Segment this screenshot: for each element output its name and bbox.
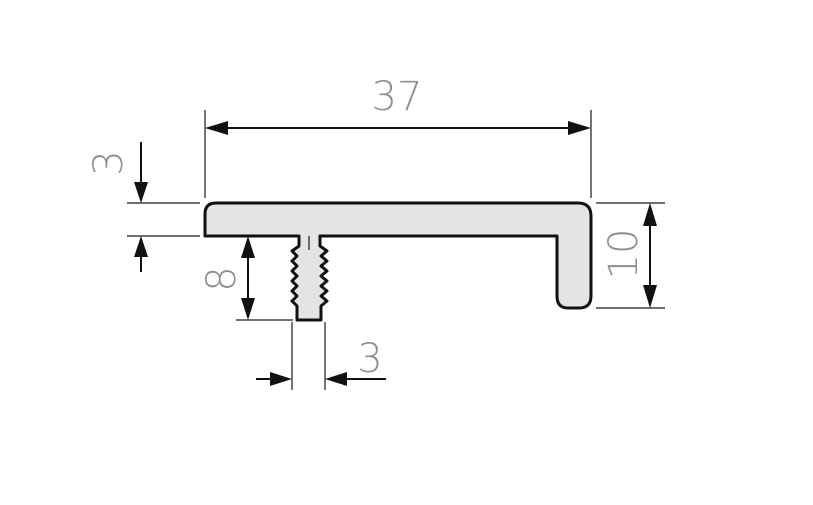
dimension-label-stem-width: 3	[357, 336, 382, 382]
dimension-stem-height: 8	[199, 236, 293, 321]
arrowhead-up	[643, 203, 657, 226]
arrowhead-left	[205, 121, 228, 135]
arrowhead-down	[241, 298, 255, 320]
dimension-label-thickness: 3	[86, 150, 132, 175]
arrowhead-down	[134, 182, 148, 203]
arrowhead-right	[568, 121, 591, 135]
profile-cross-section	[203, 201, 593, 322]
dimension-label-height: 10	[601, 229, 647, 280]
arrowhead-right	[270, 372, 292, 386]
dimension-label-width: 37	[372, 74, 423, 120]
arrowhead-down	[643, 285, 657, 308]
dimension-height-right: 10	[596, 202, 665, 309]
arrowhead-up	[241, 236, 255, 258]
arrowhead-up	[134, 236, 148, 257]
arrowhead-left	[325, 372, 347, 386]
dimension-label-stem-height: 8	[199, 266, 245, 291]
dimension-thickness-top: 3	[86, 142, 200, 272]
dimension-stem-width: 3	[256, 322, 386, 390]
dimension-width-top: 37	[204, 74, 592, 198]
